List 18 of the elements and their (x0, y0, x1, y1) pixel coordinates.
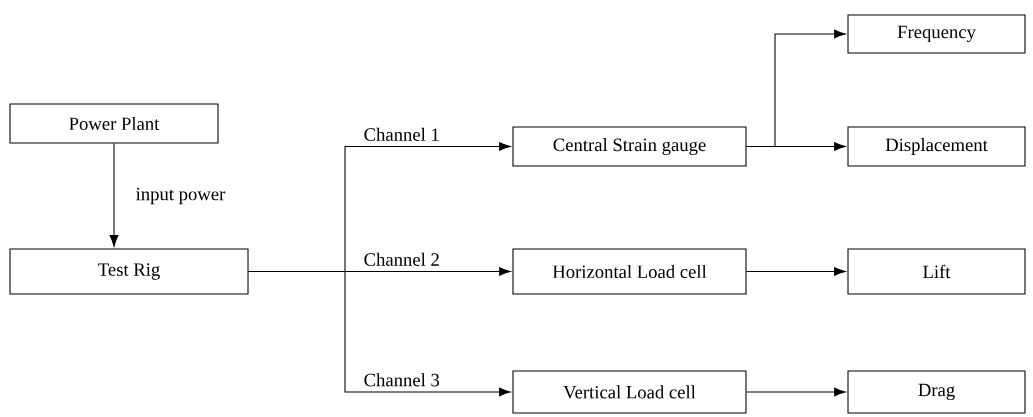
process-box: Power Plant (9, 103, 219, 144)
process-box: Test Rig (9, 248, 249, 295)
process-box: Central Strain gauge (512, 126, 747, 167)
process-box: Horizontal Load cell (512, 248, 747, 295)
arrow (109, 143, 119, 247)
edge-label: Channel 1 (362, 126, 442, 143)
edge-label: Channel 2 (362, 251, 442, 268)
edge-label: Channel 3 (362, 371, 442, 388)
arrow (746, 267, 846, 276)
arrow (248, 270, 511, 397)
process-box: Drag (847, 370, 1026, 414)
process-box: Vertical Load cell (512, 370, 747, 414)
arrow (746, 142, 846, 151)
process-box: Frequency (847, 14, 1026, 54)
edge-label: input power (134, 186, 227, 206)
arrow (746, 387, 846, 397)
process-box: Lift (847, 248, 1026, 295)
process-box: Displacement (847, 126, 1026, 167)
